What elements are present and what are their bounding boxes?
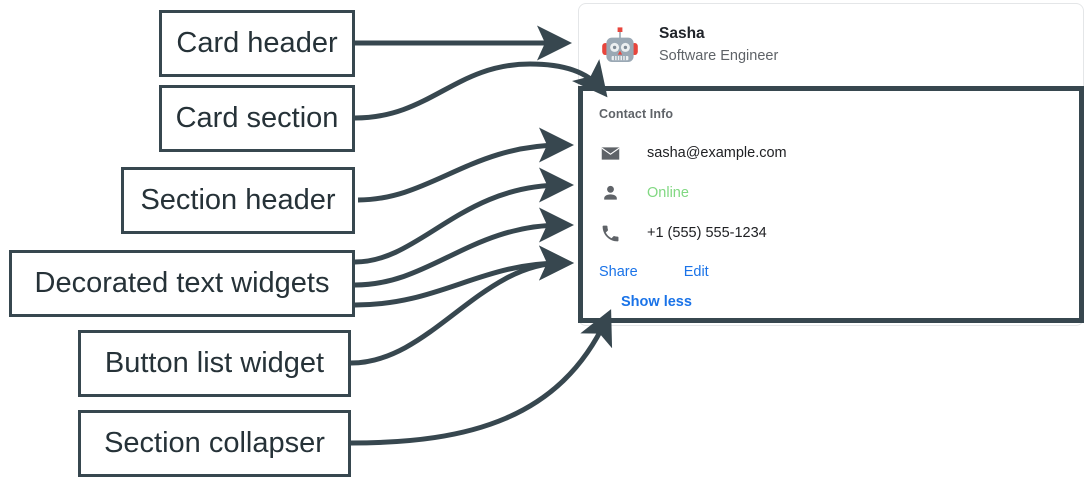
annotation-label: Card section	[175, 102, 339, 134]
share-button[interactable]: Share	[599, 264, 638, 280]
show-less-button[interactable]: Show less	[621, 294, 692, 310]
annotation-label: Section header	[140, 184, 336, 216]
contact-row-phone: +1 (555) 555-1234	[599, 213, 1083, 253]
contact-row-status: Online	[599, 173, 1083, 213]
annotation-label: Card header	[176, 27, 338, 59]
annotation-card-header: Card header	[159, 10, 355, 77]
button-list-widget: Share Edit	[599, 255, 1083, 289]
card-header: Sasha Software Engineer	[579, 4, 1083, 89]
phone-icon	[599, 222, 621, 244]
email-icon	[599, 142, 621, 164]
annotation-section-header: Section header	[121, 167, 355, 234]
arrow-button-list	[350, 245, 574, 366]
contact-status-value: Online	[647, 185, 689, 201]
contact-email-value: sasha@example.com	[647, 145, 787, 161]
robot-avatar-icon	[597, 24, 643, 70]
contact-card: Sasha Software Engineer Contact Info sas…	[578, 3, 1084, 326]
annotation-decorated-text-widgets: Decorated text widgets	[9, 250, 355, 317]
card-subtitle: Software Engineer	[659, 48, 779, 65]
edit-button[interactable]: Edit	[683, 264, 709, 280]
person-icon	[599, 182, 621, 204]
annotation-label: Section collapser	[104, 427, 325, 459]
arrow-decorated-text-1	[354, 167, 574, 265]
card-section-body: Contact Info sasha@example.com Online	[579, 89, 1083, 325]
annotation-button-list-widget: Button list widget	[78, 330, 351, 397]
contact-row-email: sasha@example.com	[599, 133, 1083, 173]
annotation-card-section: Card section	[159, 85, 355, 152]
arrow-section-header	[357, 127, 574, 203]
section-header-label: Contact Info	[599, 107, 674, 121]
card-header-text: Sasha Software Engineer	[659, 24, 778, 68]
annotation-section-collapser: Section collapser	[78, 410, 351, 477]
annotation-label: Decorated text widgets	[34, 267, 330, 299]
arrow-card-section	[354, 59, 608, 121]
annotation-label: Button list widget	[104, 347, 325, 379]
arrow-section-collapser	[350, 309, 613, 446]
contact-phone-value: +1 (555) 555-1234	[647, 225, 767, 241]
section-collapser: Show less	[599, 293, 1083, 311]
arrow-decorated-text-2	[354, 207, 574, 288]
card-title: Sasha	[659, 25, 705, 43]
